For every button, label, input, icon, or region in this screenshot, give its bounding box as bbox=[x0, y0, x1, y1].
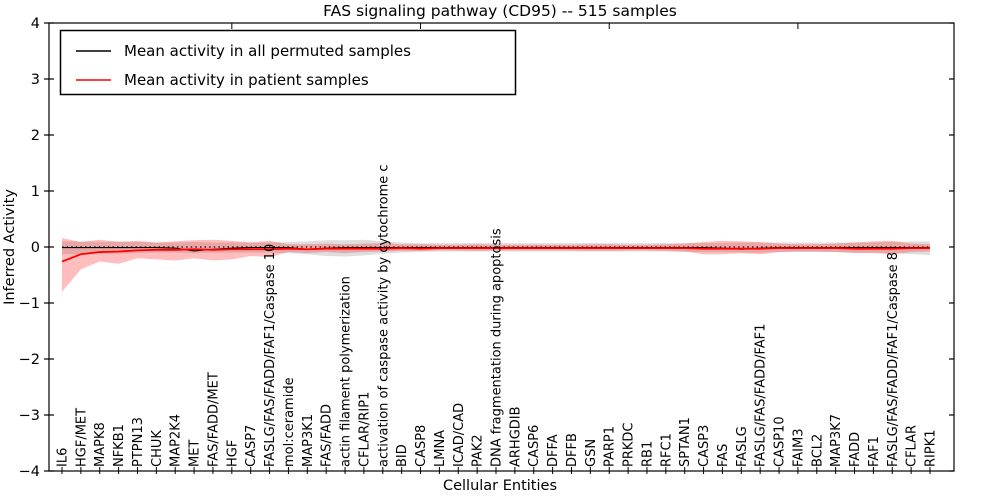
x-tick-label: DNA fragmentation during apoptosis bbox=[490, 228, 505, 467]
x-tick-label: MAP3K1 bbox=[301, 414, 316, 467]
x-tick-label: IL6 bbox=[56, 448, 71, 467]
y-tick-label: 2 bbox=[31, 128, 40, 144]
y-tick-label: 3 bbox=[31, 72, 40, 88]
x-tick-label: ARHGDIB bbox=[508, 406, 523, 467]
x-tick-label: MAPK8 bbox=[93, 422, 108, 467]
x-tick-label: CASP7 bbox=[244, 425, 259, 467]
chart-title: FAS signaling pathway (CD95) -- 515 samp… bbox=[323, 2, 677, 20]
y-tick-label: −3 bbox=[19, 408, 40, 424]
y-axis-ticks: 4 3 2 1 0 −1 −2 −3 −4 bbox=[19, 16, 954, 480]
x-tick-label: FASLG bbox=[735, 426, 750, 467]
x-tick-label: CFLAR bbox=[905, 425, 920, 467]
x-tick-label: FAS/FADD/MET bbox=[206, 372, 221, 467]
legend: Mean activity in all permuted samples Me… bbox=[59, 29, 517, 96]
x-tick-label: NFKB1 bbox=[112, 424, 127, 467]
x-tick-label: FAF1 bbox=[867, 436, 882, 467]
x-tick-label: ICAD/CAD bbox=[452, 403, 467, 467]
x-tick-label: FAS bbox=[716, 444, 731, 467]
y-axis-label: Inferred Activity bbox=[2, 189, 18, 305]
x-tick-label: FASLG/FAS/FADD/FAF1/Caspase 10 bbox=[263, 244, 278, 467]
legend-label-permuted: Mean activity in all permuted samples bbox=[124, 42, 411, 60]
x-tick-label: BID bbox=[395, 444, 410, 467]
x-axis-ticks bbox=[61, 23, 931, 474]
x-tick-label: HGF/MET bbox=[74, 408, 89, 467]
x-tick-label: FAS/FADD bbox=[320, 404, 335, 467]
x-tick-label: RB1 bbox=[640, 441, 655, 467]
y-tick-label: 4 bbox=[31, 16, 40, 32]
legend-label-patient: Mean activity in patient samples bbox=[124, 71, 369, 89]
patient-range-band bbox=[62, 238, 930, 292]
x-tick-label: RIPK1 bbox=[924, 429, 939, 467]
x-tick-label: activation of caspase activity by cytoch… bbox=[376, 164, 391, 467]
x-tick-label: SPTAN1 bbox=[678, 417, 693, 467]
series-lines bbox=[61, 247, 930, 263]
x-tick-label: GSN bbox=[584, 439, 599, 467]
x-tick-label: HGF bbox=[225, 440, 240, 467]
x-tick-label: MAP3K7 bbox=[829, 414, 844, 467]
y-tick-label: −2 bbox=[19, 352, 40, 368]
x-tick-label: CASP8 bbox=[414, 425, 429, 467]
x-axis-label: Cellular Entities bbox=[443, 478, 557, 494]
x-tick-label: PAK2 bbox=[471, 434, 486, 467]
x-tick-label: CASP6 bbox=[527, 425, 542, 467]
x-tick-label: MAP2K4 bbox=[169, 414, 184, 467]
x-tick-label: PARP1 bbox=[603, 426, 618, 467]
x-tick-label: CASP10 bbox=[773, 416, 788, 467]
x-tick-label: CFLAR/RIP1 bbox=[357, 392, 372, 467]
legend-box bbox=[59, 29, 517, 96]
x-tick-label: PRKDC bbox=[622, 423, 637, 467]
x-tick-label: DFFB bbox=[565, 433, 580, 467]
x-tick-label: CASP3 bbox=[697, 425, 712, 467]
x-tick-label: BCL2 bbox=[810, 434, 825, 467]
patient-mean-line bbox=[61, 247, 930, 263]
x-tick-label: CHUK bbox=[150, 430, 165, 467]
x-tick-label: actin filament polymerization bbox=[339, 276, 354, 467]
x-tick-label: DFFA bbox=[546, 434, 561, 467]
x-tick-label: FASLG/FAS/FADD/FAF1/Caspase 8 bbox=[886, 252, 901, 467]
y-tick-label: −1 bbox=[19, 296, 40, 312]
y-tick-label: 1 bbox=[31, 184, 40, 200]
x-tick-label: LMNA bbox=[433, 430, 448, 467]
x-tick-label: FASLG/FAS/FADD/FAF1 bbox=[754, 324, 769, 467]
x-tick-label: FAIM3 bbox=[791, 429, 806, 468]
x-tick-label: MET bbox=[188, 440, 203, 467]
x-tick-label: PTPN13 bbox=[131, 417, 146, 467]
x-tick-label: RFC1 bbox=[659, 433, 674, 467]
x-tick-label: mol:ceramide bbox=[282, 377, 297, 467]
y-tick-label: 0 bbox=[31, 240, 40, 256]
x-tick-label: FADD bbox=[848, 432, 863, 467]
y-tick-label: −4 bbox=[19, 464, 40, 480]
